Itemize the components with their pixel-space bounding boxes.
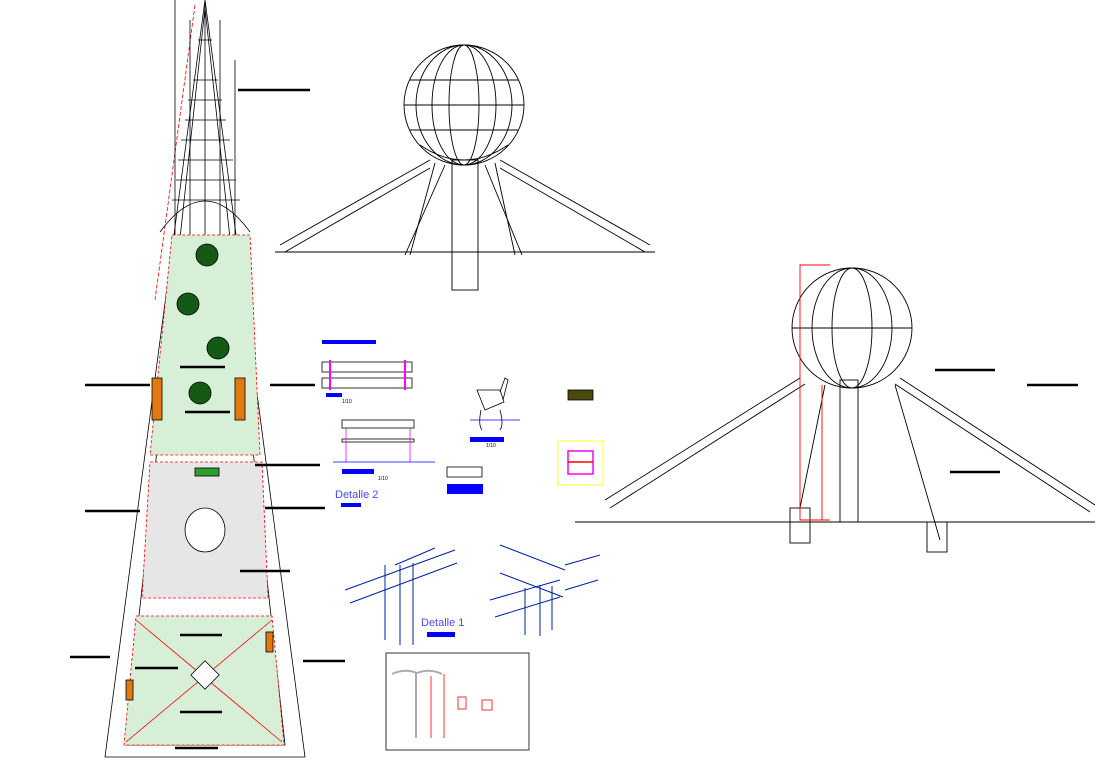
bench xyxy=(234,377,246,421)
bench-detail xyxy=(321,340,435,507)
tree xyxy=(188,381,212,405)
chair-scale: 1/10 xyxy=(486,443,496,449)
wood-joint-details xyxy=(344,544,601,645)
staircase xyxy=(839,379,859,523)
staircase xyxy=(451,159,479,291)
lamp-post-detail xyxy=(385,652,530,751)
tree xyxy=(206,336,230,360)
park-plan xyxy=(70,0,345,758)
globe-front-elevation xyxy=(275,44,655,291)
planter-detail xyxy=(557,389,604,486)
chair-detail xyxy=(446,377,520,494)
tree xyxy=(195,243,219,267)
detail-2-label: Detalle 2 xyxy=(335,489,379,501)
bench-elevation-scale: 1/10 xyxy=(378,476,388,482)
paving-grid xyxy=(159,0,251,235)
detail-1-label: Detalle 1 xyxy=(421,617,465,629)
bench-plan-scale: 1/10 xyxy=(342,399,352,405)
bench xyxy=(151,377,163,421)
globe-side-elevation xyxy=(575,264,1096,553)
tree xyxy=(176,292,200,316)
central-plinth xyxy=(190,660,220,690)
fountain xyxy=(184,507,226,553)
garden-zone-1 xyxy=(149,234,261,456)
